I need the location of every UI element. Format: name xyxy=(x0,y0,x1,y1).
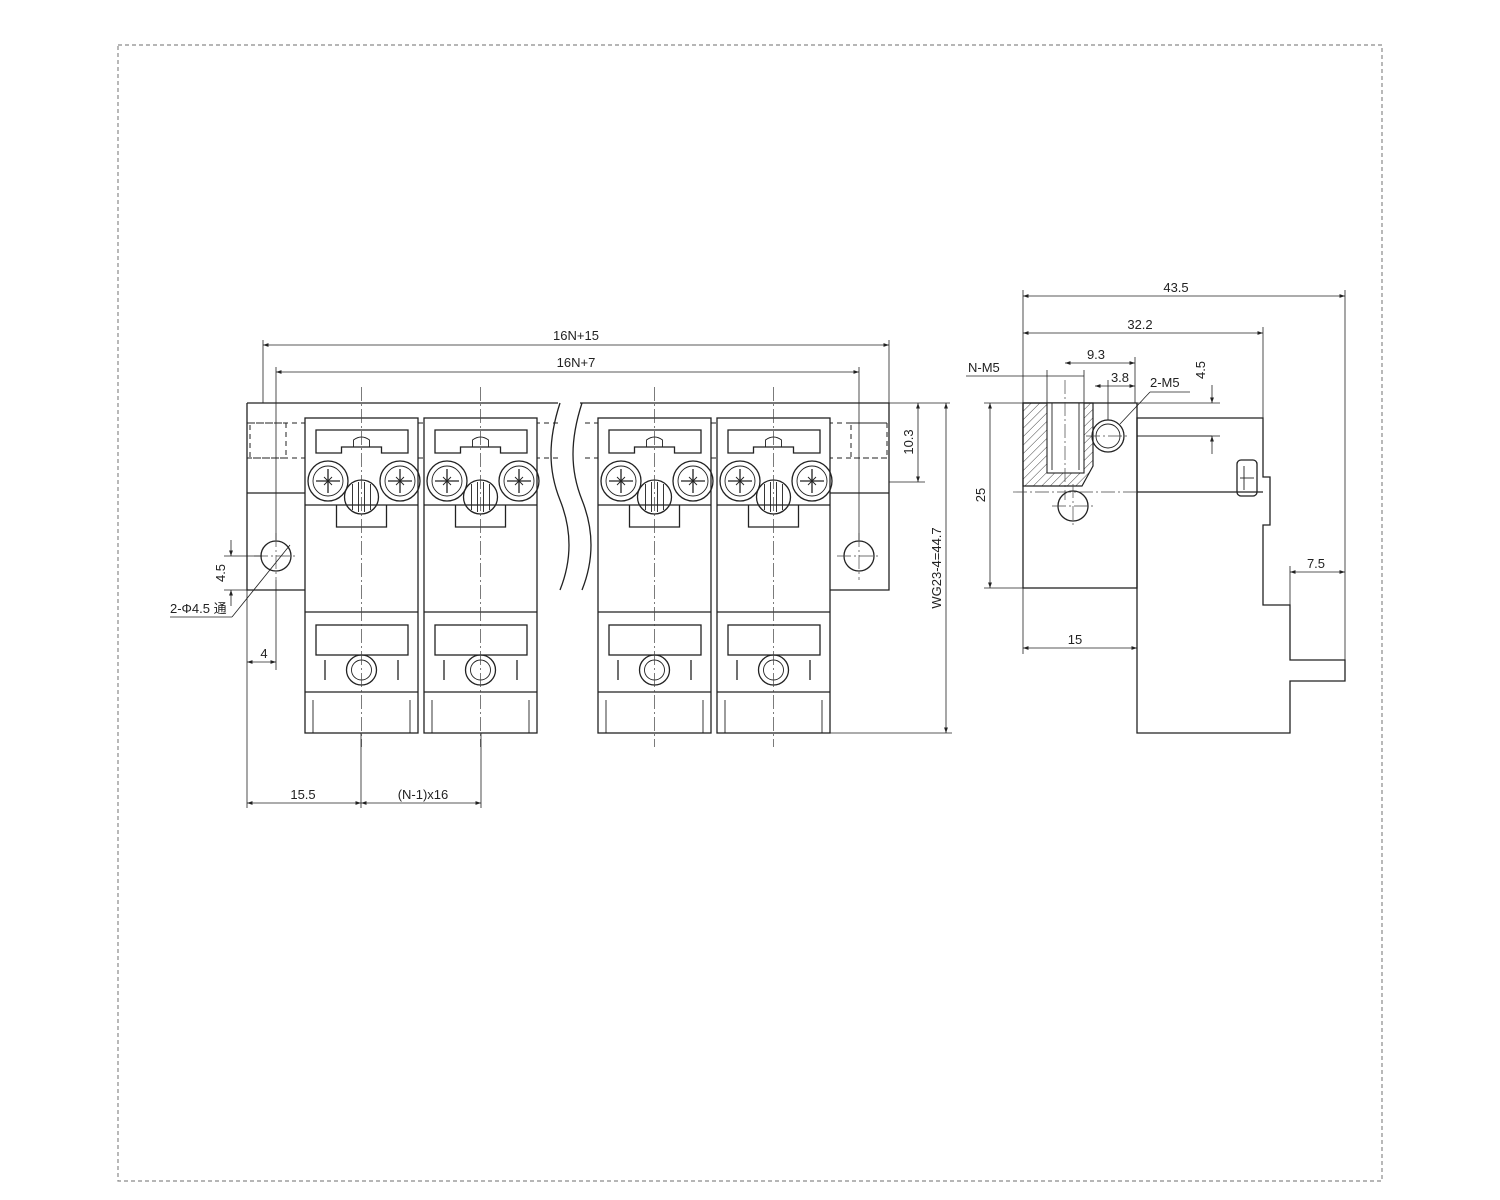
dim-thread-depth: 9.3 xyxy=(1087,347,1105,362)
drawing-frame xyxy=(117,44,1383,1182)
break-line xyxy=(572,402,592,591)
dim-hole-pitch: 16N+7 xyxy=(557,355,596,370)
dim-overall-depth: 43.5 xyxy=(1163,280,1188,295)
dim-body-depth: 32.2 xyxy=(1127,317,1152,332)
hidden-rail-slot xyxy=(850,422,888,459)
dim-screw-offset: 3.8 xyxy=(1111,370,1129,385)
dim-overall-length: 16N+15 xyxy=(553,328,599,343)
wire-screw-washer xyxy=(503,465,535,497)
phillips-cross-detail xyxy=(735,476,745,486)
wire-screw-washer xyxy=(605,465,637,497)
phillips-cross-detail xyxy=(807,476,817,486)
wire-screw-washer xyxy=(724,465,756,497)
wire-screw xyxy=(791,460,833,502)
module-hole-ribs xyxy=(352,482,371,512)
side-latch xyxy=(1236,459,1258,497)
phillips-cross-detail xyxy=(616,476,626,486)
wire-screw xyxy=(672,460,714,502)
wire-screw xyxy=(719,460,761,502)
break-line xyxy=(550,402,570,591)
wire-screw-washer xyxy=(431,465,463,497)
hidden-rail-slot xyxy=(249,422,287,459)
phillips-cross-detail xyxy=(688,476,698,486)
dim-height-top: 10.3 xyxy=(901,429,916,454)
dim-first-pitch: 15.5 xyxy=(290,787,315,802)
phillips-cross-detail xyxy=(323,476,333,486)
module-top-slot xyxy=(727,429,821,454)
module-top-slot xyxy=(608,429,702,454)
front-view: 16N+15 16N+7 10.3 WG23-4=44.7 4.5 2-Φ4.5… xyxy=(170,328,952,808)
module-top-slot xyxy=(434,429,528,454)
side-view: 43.5 32.2 9.3 N-M5 3.8 2-M5 4.5 25 xyxy=(966,280,1346,734)
terminal-modules xyxy=(304,387,833,747)
module-hole-ribs xyxy=(764,482,783,512)
module-hole-ribs xyxy=(471,482,490,512)
threaded-hole-n-m5 xyxy=(1046,402,1085,474)
dim-base-depth: 15 xyxy=(1068,632,1082,647)
dim-screw-height: 4.5 xyxy=(1193,361,1208,379)
thread-callout: N-M5 xyxy=(968,360,1000,375)
wire-screw xyxy=(379,460,421,502)
dim-total-height: WG23-4=44.7 xyxy=(929,527,944,608)
module-top-slot xyxy=(315,429,409,454)
wire-screw xyxy=(600,460,642,502)
hole-callout: 2-Φ4.5 通 xyxy=(170,601,227,616)
wire-screw xyxy=(426,460,468,502)
module-hole-ribs xyxy=(645,482,664,512)
wire-screw xyxy=(498,460,540,502)
phillips-cross-detail xyxy=(514,476,524,486)
side-rear-body xyxy=(1136,417,1346,734)
dim-block-height: 25 xyxy=(973,488,988,502)
wire-screw xyxy=(307,460,349,502)
dim-step-depth: 7.5 xyxy=(1307,556,1325,571)
wire-screw-washer xyxy=(384,465,416,497)
phillips-cross-detail xyxy=(395,476,405,486)
wire-screw-washer xyxy=(796,465,828,497)
screw-callout: 2-M5 xyxy=(1150,375,1180,390)
dim-pitch-repeat: (N-1)x16 xyxy=(398,787,449,802)
dim-edge-offset: 4 xyxy=(260,646,267,661)
phillips-cross-detail xyxy=(442,476,452,486)
wire-screw-washer xyxy=(677,465,709,497)
wire-screw-washer xyxy=(312,465,344,497)
dim-hole-offset-v: 4.5 xyxy=(213,564,228,582)
